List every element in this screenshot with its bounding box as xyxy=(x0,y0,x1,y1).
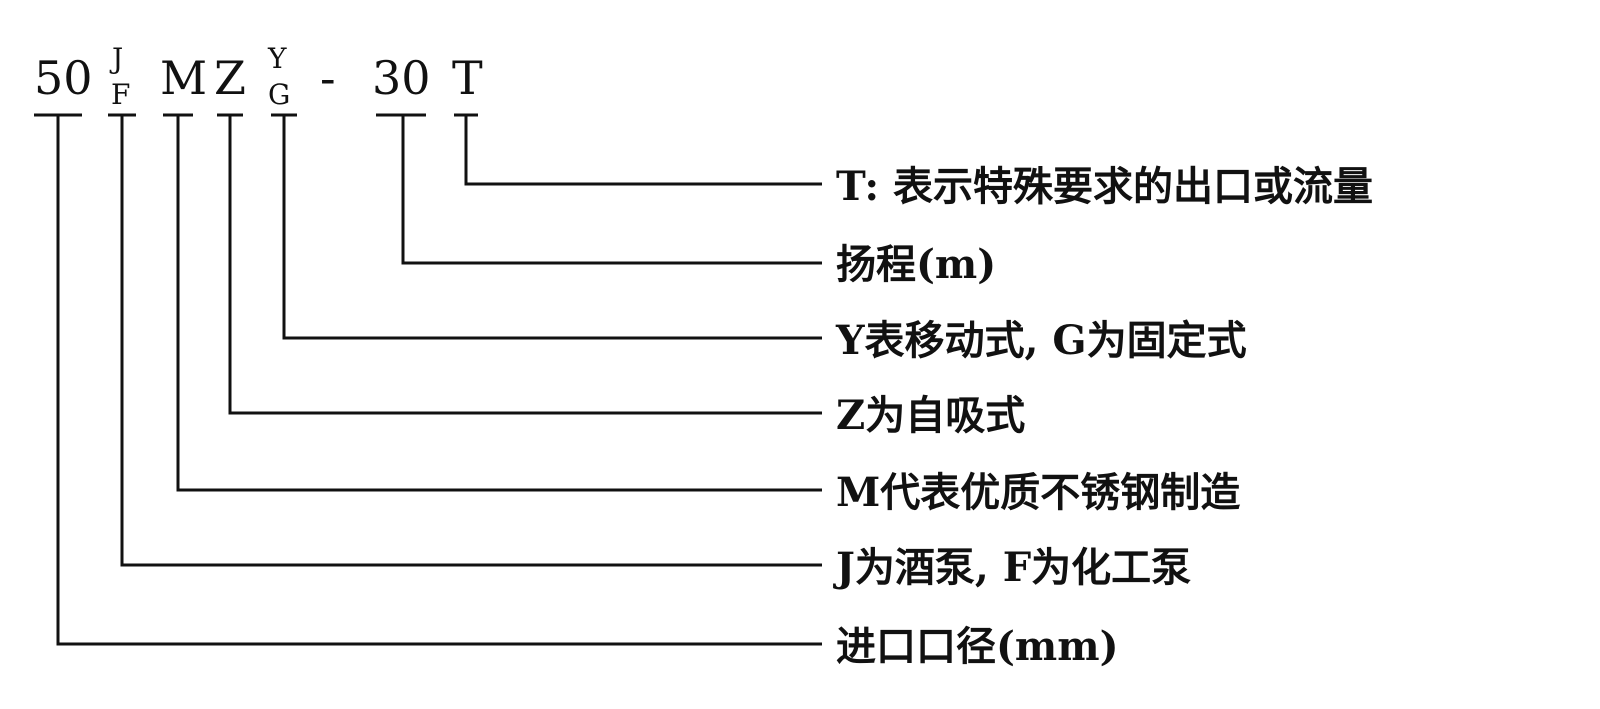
code-dash: - xyxy=(320,51,336,105)
desc-head: 扬程(m) xyxy=(836,241,996,288)
code-material-bottom: F xyxy=(111,78,130,111)
code-material-top: J xyxy=(109,42,123,75)
leader-quality xyxy=(176,115,822,492)
code-suffix: T xyxy=(452,51,483,105)
desc-size: 进口口径(mm) xyxy=(836,623,1119,670)
code-quality: M xyxy=(160,51,207,105)
code-priming: Z xyxy=(214,51,246,105)
desc-quality: M代表优质不锈钢制造 xyxy=(836,469,1240,516)
leader-priming xyxy=(228,115,822,415)
desc-material: J为酒泵, F为化工泵 xyxy=(833,544,1191,591)
leader-mount xyxy=(282,115,822,340)
leader-size xyxy=(56,115,822,646)
desc-priming: Z为自吸式 xyxy=(836,392,1025,439)
code-head: 30 xyxy=(372,51,431,105)
leader-suffix xyxy=(464,115,822,186)
leader-head xyxy=(401,115,822,265)
desc-suffix: T: 表示特殊要求的出口或流量 xyxy=(836,163,1373,210)
leader-material xyxy=(120,115,822,567)
code-size: 50 xyxy=(34,51,93,105)
desc-mount: Y表移动式, G为固定式 xyxy=(835,317,1247,364)
code-mount-top: Y xyxy=(267,42,287,75)
code-mount-bottom: G xyxy=(268,78,290,111)
